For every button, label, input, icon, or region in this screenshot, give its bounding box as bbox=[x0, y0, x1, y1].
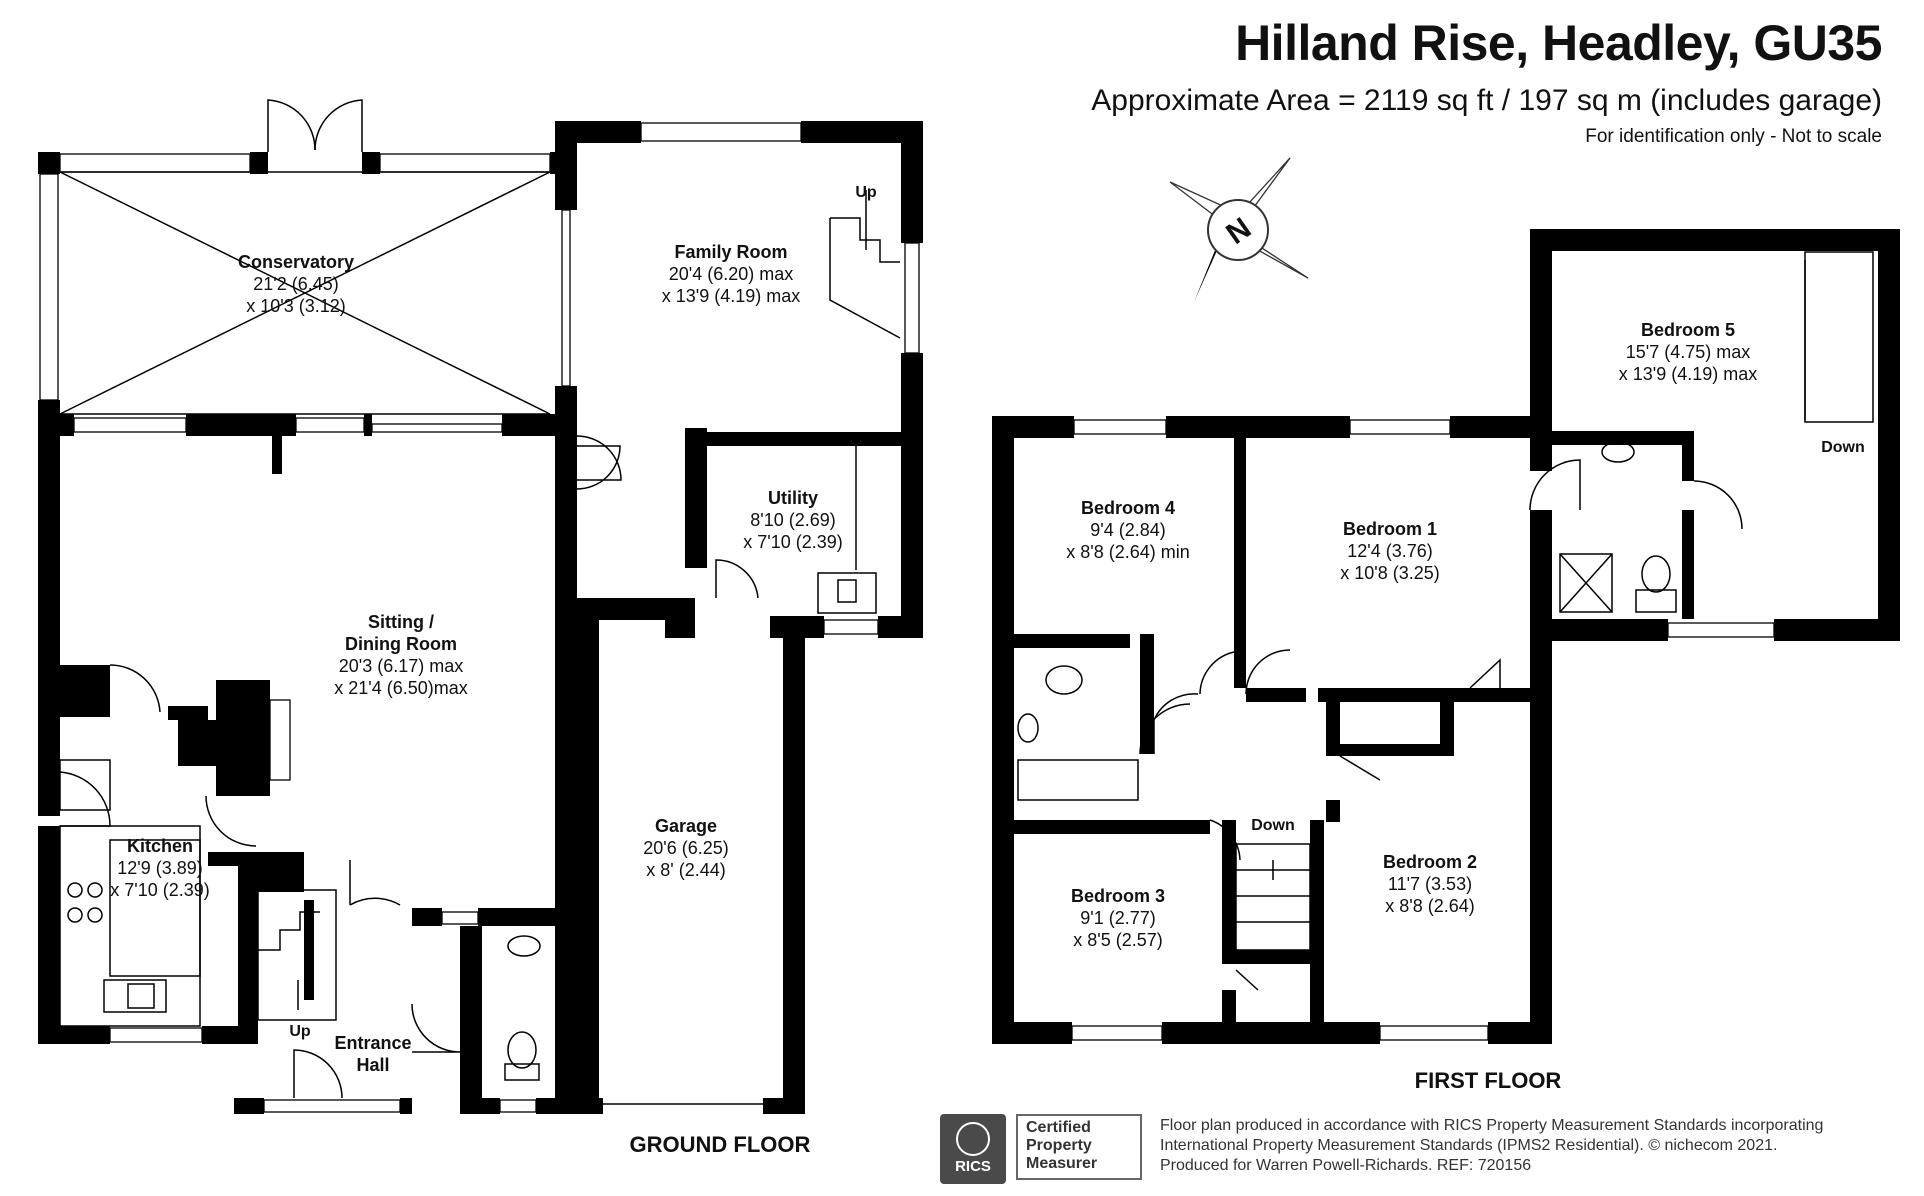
sitting-dining-name-2: Dining Room bbox=[345, 634, 457, 654]
bedroom-4-name: Bedroom 4 bbox=[1081, 498, 1175, 518]
garage-name: Garage bbox=[655, 816, 717, 836]
bedroom-2-name: Bedroom 2 bbox=[1383, 852, 1477, 872]
bedroom-1-name: Bedroom 1 bbox=[1343, 519, 1437, 539]
property-title: Hilland Rise, Headley, GU35 bbox=[1235, 15, 1882, 71]
entrance-hall-name-2: Hall bbox=[356, 1055, 389, 1075]
garage-dim-2: x 8' (2.44) bbox=[646, 860, 725, 880]
bedroom-5-dim-2: x 13'9 (4.19) max bbox=[1619, 364, 1758, 384]
hall-stairs-up-label: Up bbox=[289, 1023, 311, 1040]
rics-logo-text: RICS bbox=[955, 1158, 991, 1175]
identification-note: For identification only - Not to scale bbox=[1585, 126, 1882, 147]
conservatory-name: Conservatory bbox=[238, 252, 354, 272]
ground-floor-label: GROUND FLOOR bbox=[630, 1132, 811, 1157]
compass-icon: N bbox=[1169, 157, 1309, 302]
bedroom-2-dim-1: 11'7 (3.53) bbox=[1388, 874, 1472, 894]
utility-name: Utility bbox=[768, 488, 818, 508]
kitchen-name: Kitchen bbox=[127, 836, 193, 856]
family-room-name: Family Room bbox=[674, 242, 787, 262]
bedroom-5-name: Bedroom 5 bbox=[1641, 320, 1735, 340]
utility-dim-1: 8'10 (2.69) bbox=[750, 510, 836, 530]
sitting-dining-dim-2: x 21'4 (6.50)max bbox=[334, 678, 468, 698]
first-floor-plan: Bedroom 5 15'7 (4.75) max x 13'9 (4.19) … bbox=[992, 229, 1900, 1093]
bedroom-5-dim-1: 15'7 (4.75) max bbox=[1626, 342, 1751, 362]
main-stairs-down-label: Down bbox=[1251, 817, 1295, 834]
sitting-dining-structure bbox=[38, 414, 622, 926]
bedroom-5-stairs-down-label: Down bbox=[1821, 439, 1865, 456]
bedroom-2-dim-2: x 8'8 (2.64) bbox=[1385, 896, 1474, 916]
family-stairs-up-label: Up bbox=[855, 184, 877, 201]
cert-line-1: Certified bbox=[1026, 1119, 1091, 1136]
first-floor-labels: Bedroom 5 15'7 (4.75) max x 13'9 (4.19) … bbox=[1066, 320, 1865, 950]
footer-note: Floor plan produced in accordance with R… bbox=[1160, 1116, 1823, 1176]
footer-note-line-2: International Property Measurement Stand… bbox=[1160, 1137, 1778, 1154]
bedroom-1-dim-1: 12'4 (3.76) bbox=[1347, 541, 1433, 561]
garage-dim-1: 20'6 (6.25) bbox=[643, 838, 729, 858]
footer-note-line-3: Produced for Warren Powell-Richards. REF… bbox=[1160, 1157, 1532, 1174]
bedroom-3-dim-2: x 8'5 (2.57) bbox=[1073, 930, 1162, 950]
conservatory-dim-2: x 10'3 (3.12) bbox=[246, 296, 346, 316]
utility-dim-2: x 7'10 (2.39) bbox=[743, 532, 843, 552]
certified-property-measurer: Certified Property Measurer bbox=[1016, 1114, 1142, 1180]
kitchen-structure bbox=[38, 759, 258, 1044]
bedroom-3-name: Bedroom 3 bbox=[1071, 886, 1165, 906]
footer-note-line-1: Floor plan produced in accordance with R… bbox=[1160, 1117, 1824, 1134]
family-room-dim-2: x 13'9 (4.19) max bbox=[662, 286, 801, 306]
sitting-dining-dim-1: 20'3 (6.17) max bbox=[339, 656, 464, 676]
entrance-hall-name-1: Entrance bbox=[334, 1033, 411, 1053]
bedroom-3-dim-1: 9'1 (2.77) bbox=[1080, 908, 1155, 928]
entrance-hall-structure bbox=[234, 852, 577, 1114]
kitchen-dim-1: 12'9 (3.89) bbox=[117, 858, 203, 878]
bedroom-1-dim-2: x 10'8 (3.25) bbox=[1340, 563, 1440, 583]
sitting-dining-name-1: Sitting / bbox=[368, 612, 434, 632]
conservatory-dim-1: 21'2 (6.45) bbox=[253, 274, 339, 294]
cert-line-2: Property bbox=[1026, 1137, 1092, 1154]
rics-logo: RICS bbox=[940, 1114, 1006, 1184]
rics-crest-icon bbox=[956, 1122, 990, 1156]
rics-badge: RICS Certified Property Measurer bbox=[940, 1114, 1146, 1184]
bedroom-4-dim-2: x 8'8 (2.64) min bbox=[1066, 542, 1190, 562]
ground-floor-labels: Conservatory 21'2 (6.45) x 10'3 (3.12) F… bbox=[110, 184, 877, 1075]
approximate-area: Approximate Area = 2119 sq ft / 197 sq m… bbox=[1091, 84, 1882, 117]
cert-line-3: Measurer bbox=[1026, 1155, 1098, 1172]
family-room-dim-1: 20'4 (6.20) max bbox=[669, 264, 794, 284]
garage-structure bbox=[577, 616, 805, 1114]
first-floor-label: FIRST FLOOR bbox=[1415, 1068, 1562, 1093]
bedroom-4-dim-1: 9'4 (2.84) bbox=[1090, 520, 1165, 540]
ground-floor-plan: Conservatory 21'2 (6.45) x 10'3 (3.12) F… bbox=[38, 99, 923, 1157]
kitchen-dim-2: x 7'10 (2.39) bbox=[110, 880, 210, 900]
